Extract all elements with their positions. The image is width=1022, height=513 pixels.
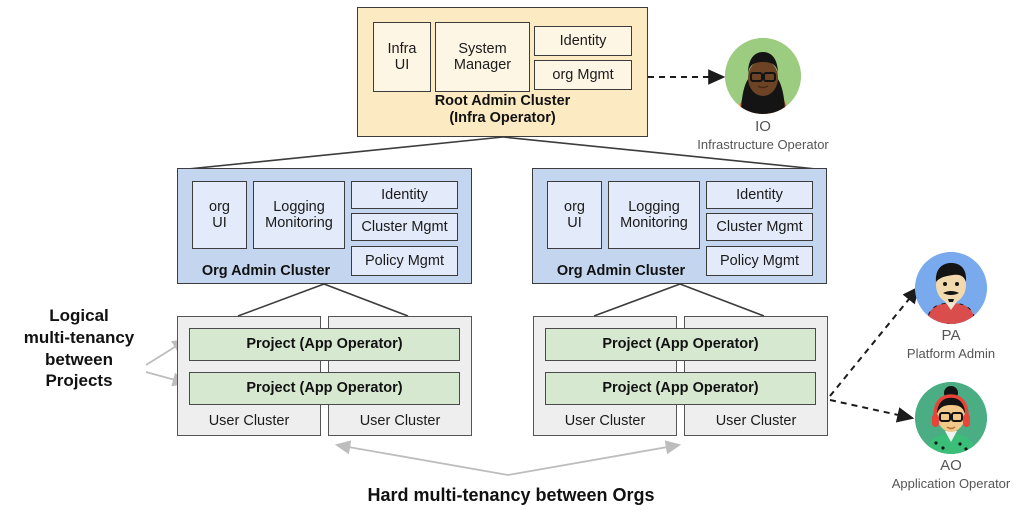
org-left-component-identity[interactable]: Identity bbox=[351, 181, 458, 209]
project-right-bottom[interactable]: Project (App Operator) bbox=[545, 372, 816, 405]
org-right-component-logging-monitoring[interactable]: Logging Monitoring bbox=[608, 181, 700, 249]
hard-multitenancy-arrow bbox=[334, 440, 682, 476]
org-right-component-policy-mgmt[interactable]: Policy Mgmt bbox=[706, 246, 813, 276]
root-admin-cluster-title: Root Admin Cluster (Infra Operator) bbox=[434, 93, 571, 127]
persona-pa-caption: PA Platform Admin bbox=[841, 327, 1022, 362]
org-left-identity-label: Identity bbox=[381, 186, 428, 203]
project-left-bottom[interactable]: Project (App Operator) bbox=[189, 372, 460, 405]
project-right-top-label: Project (App Operator) bbox=[602, 336, 759, 353]
org-right-component-identity[interactable]: Identity bbox=[706, 181, 813, 209]
persona-pa-role: Platform Admin bbox=[906, 345, 996, 361]
org-left-to-user-clusters bbox=[237, 283, 409, 317]
hard-multitenancy-note: Hard multi-tenancy between Orgs bbox=[367, 485, 655, 505]
root-infra-ui-label: Infra UI bbox=[387, 40, 417, 73]
root-identity-label: Identity bbox=[559, 32, 607, 49]
persona-ao-role: Application Operator bbox=[891, 475, 1011, 491]
org-right-logging-monitoring-label: Logging Monitoring bbox=[620, 198, 688, 231]
org-left-logging-monitoring-label: Logging Monitoring bbox=[265, 198, 333, 231]
org-left-policy-mgmt-label: Policy Mgmt bbox=[365, 252, 444, 269]
org-right-policy-mgmt-label: Policy Mgmt bbox=[720, 252, 799, 269]
user-cluster-right-1-label: User Cluster bbox=[564, 413, 646, 429]
root-component-infra-ui[interactable]: Infra UI bbox=[373, 22, 431, 92]
root-system-manager-label: System Manager bbox=[453, 40, 512, 73]
root-component-org-mgmt[interactable]: org Mgmt bbox=[534, 60, 632, 90]
project-left-top-label: Project (App Operator) bbox=[246, 336, 403, 353]
org-right-component-cluster-mgmt[interactable]: Cluster Mgmt bbox=[706, 213, 813, 241]
persona-pa-code: PA bbox=[941, 327, 961, 344]
org-right-org-ui-label: org UI bbox=[564, 198, 585, 231]
project-right-bottom-label: Project (App Operator) bbox=[602, 380, 759, 397]
persona-io-code: IO bbox=[755, 118, 771, 135]
root-component-system-manager[interactable]: System Manager bbox=[435, 22, 530, 92]
persona-ao-caption: AO Application Operator bbox=[841, 457, 1022, 492]
man-mustache-plaid-shirt-avatar bbox=[915, 252, 987, 324]
org-right-identity-label: Identity bbox=[736, 186, 783, 203]
org-admin-cluster-right-title: Org Admin Cluster bbox=[556, 263, 686, 279]
woman-glasses-long-hair-avatar bbox=[725, 38, 801, 114]
project-to-ao-arrow bbox=[829, 399, 915, 423]
woman-bun-headphones-glasses-avatar bbox=[915, 382, 987, 454]
project-left-bottom-label: Project (App Operator) bbox=[246, 380, 403, 397]
root-org-mgmt-label: org Mgmt bbox=[552, 66, 614, 83]
org-left-component-logging-monitoring[interactable]: Logging Monitoring bbox=[253, 181, 345, 249]
org-left-component-cluster-mgmt[interactable]: Cluster Mgmt bbox=[351, 213, 458, 241]
org-right-to-user-clusters bbox=[593, 283, 765, 317]
project-right-top[interactable]: Project (App Operator) bbox=[545, 328, 816, 361]
org-left-component-policy-mgmt[interactable]: Policy Mgmt bbox=[351, 246, 458, 276]
persona-io-caption: IO Infrastructure Operator bbox=[653, 118, 873, 153]
project-left-top[interactable]: Project (App Operator) bbox=[189, 328, 460, 361]
org-admin-cluster-left-title: Org Admin Cluster bbox=[201, 263, 331, 279]
user-cluster-left-1-label: User Cluster bbox=[208, 413, 290, 429]
avatar-ao[interactable] bbox=[915, 382, 987, 454]
avatar-pa[interactable] bbox=[915, 252, 987, 324]
org-left-org-ui-label: org UI bbox=[209, 198, 230, 231]
logical-multitenancy-note: Logical multi-tenancy between Projects bbox=[23, 306, 135, 391]
persona-io-role: Infrastructure Operator bbox=[697, 136, 829, 152]
avatar-io[interactable] bbox=[725, 38, 801, 114]
root-component-identity[interactable]: Identity bbox=[534, 26, 632, 56]
org-left-cluster-mgmt-label: Cluster Mgmt bbox=[361, 218, 448, 235]
user-cluster-left-2-label: User Cluster bbox=[359, 413, 441, 429]
org-right-cluster-mgmt-label: Cluster Mgmt bbox=[716, 218, 803, 235]
org-left-component-org-ui[interactable]: org UI bbox=[192, 181, 247, 249]
org-right-component-org-ui[interactable]: org UI bbox=[547, 181, 602, 249]
persona-ao-code: AO bbox=[940, 457, 962, 474]
user-cluster-right-2-label: User Cluster bbox=[715, 413, 797, 429]
